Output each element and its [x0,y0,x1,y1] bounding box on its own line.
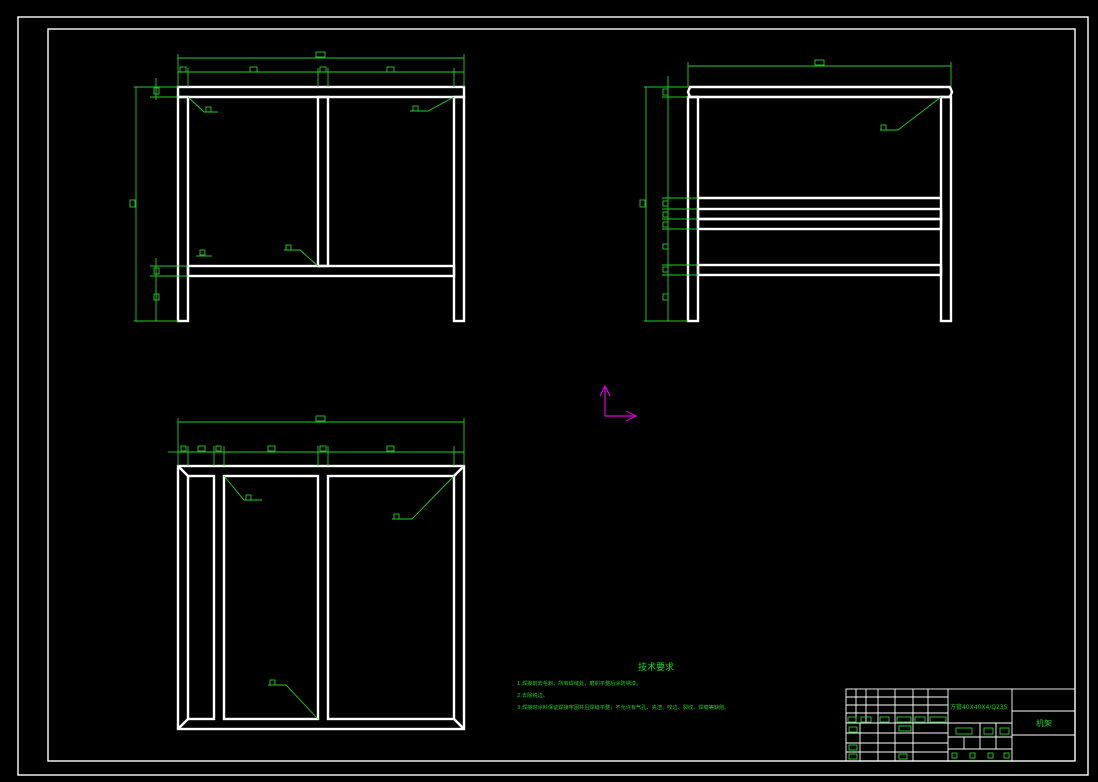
top-view [168,415,466,731]
title-block-material: 方管40X40X4/Q235 [950,703,1008,711]
outer-border [17,16,1089,776]
top-dimensions [168,418,465,720]
front-view [129,51,466,323]
front-dim-labels [129,51,419,301]
side-dim-labels [639,59,887,301]
top-dim-labels [180,415,400,686]
top-outer-frame [176,464,466,731]
title-block-part-name: 机架 [1036,718,1052,728]
front-left-leg [176,95,190,323]
side-middle-rail-1 [696,207,943,221]
tech-requirements-title: 技术要求 [638,661,674,673]
side-view [639,59,954,323]
side-right-leg [939,95,953,323]
title-block-labels [847,716,1010,760]
top-left-bay [186,474,216,721]
side-bottom-rail [696,263,943,277]
front-center-post [316,95,330,268]
side-dimensions [644,62,952,322]
top-right-bay [326,474,456,721]
top-middle-bay [222,474,320,721]
front-right-leg [452,95,466,323]
front-top-rail [176,85,466,99]
inner-border [47,28,1076,762]
side-top-rail [686,85,954,99]
front-dimensions [134,54,465,322]
front-bottom-rail [186,264,456,278]
side-middle-rail-2 [696,217,943,231]
tech-note-2: 2.去除锐边。 [517,691,548,699]
title-block [845,688,1076,762]
ucs-axis-icon [599,384,638,422]
tech-note-3: 3.焊接时涂料保证焊接牢固并且焊缝平整，不允许有气孔、夹渣、咬边、裂纹、焊瘤等缺… [517,703,729,711]
tech-note-1: 1.焊接前去毛刺，所有焊缝处，磨削平整后涂防锈漆。 [517,679,641,687]
